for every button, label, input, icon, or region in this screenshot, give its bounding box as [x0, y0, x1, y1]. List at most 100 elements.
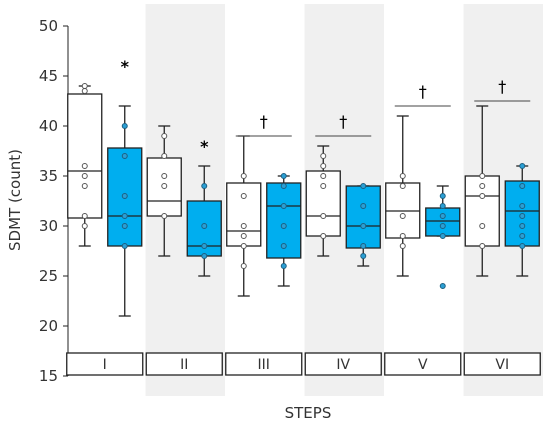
marker-IV: † — [339, 112, 347, 131]
data-point — [360, 253, 367, 259]
data-point — [360, 223, 367, 229]
box-V-blue — [425, 185, 461, 289]
data-point — [519, 213, 526, 219]
data-point — [121, 193, 128, 199]
data-point — [240, 263, 247, 269]
data-point — [479, 183, 486, 189]
data-point — [201, 223, 208, 229]
data-point — [519, 203, 526, 209]
step-box — [384, 352, 462, 376]
box-II-white — [146, 125, 182, 257]
box-II-blue — [186, 165, 222, 277]
data-point — [240, 223, 247, 229]
marker-II: * — [200, 137, 209, 156]
step-box — [225, 352, 303, 376]
marker-III: † — [260, 112, 268, 131]
y-tick-label-45: 45 — [39, 67, 58, 85]
box-iqr — [425, 207, 461, 237]
y-axis-title: SDMT (count) — [6, 149, 24, 251]
data-point — [399, 243, 406, 249]
data-point — [519, 243, 526, 249]
data-point — [161, 133, 168, 139]
data-point — [320, 213, 327, 219]
data-point — [320, 173, 327, 179]
box-IV-blue — [345, 183, 381, 267]
significance-markers: **†††† — [121, 57, 531, 156]
data-point — [399, 213, 406, 219]
data-point — [81, 173, 88, 179]
data-point — [519, 183, 526, 189]
step-box — [145, 352, 223, 376]
y-tick-label-25: 25 — [39, 267, 58, 285]
data-point — [320, 163, 327, 169]
y-tick-label-50: 50 — [39, 17, 58, 35]
data-point — [439, 193, 446, 199]
data-point — [280, 183, 287, 189]
data-point — [201, 253, 208, 259]
box-VI-white — [464, 105, 500, 277]
data-point — [81, 183, 88, 189]
y-axis: 15 20 25 30 35 40 45 50 — [39, 17, 69, 385]
data-point — [360, 203, 367, 209]
data-point — [121, 153, 128, 159]
data-point — [360, 183, 367, 189]
x-axis-title: STEPS — [285, 404, 332, 422]
data-point — [201, 183, 208, 189]
data-point — [479, 193, 486, 199]
box-iqr — [305, 170, 341, 237]
data-point — [439, 203, 446, 209]
marker-V: † — [419, 82, 427, 101]
step-V: V — [384, 352, 462, 376]
data-point — [439, 283, 446, 289]
data-point — [121, 243, 128, 249]
step-label-V: V — [418, 357, 428, 373]
step-label-I: I — [103, 357, 107, 373]
data-point — [280, 173, 287, 179]
data-point — [81, 213, 88, 219]
data-point — [161, 173, 168, 179]
box-IV-white — [305, 145, 341, 257]
step-II: II — [145, 352, 223, 376]
data-point — [81, 83, 88, 89]
step-box — [66, 352, 144, 376]
data-point — [161, 213, 168, 219]
data-point — [320, 233, 327, 239]
data-point — [280, 223, 287, 229]
data-point — [280, 263, 287, 269]
y-tick-label-15: 15 — [39, 367, 58, 385]
data-point — [519, 233, 526, 239]
data-point — [81, 223, 88, 229]
data-point — [81, 88, 88, 94]
y-tick-label-30: 30 — [39, 217, 58, 235]
box-III-blue — [266, 173, 302, 287]
step-box — [463, 352, 541, 376]
step-I: I — [66, 352, 144, 376]
marker-VI: † — [498, 77, 506, 96]
data-point — [280, 203, 287, 209]
box-iqr — [345, 185, 381, 249]
data-point — [479, 223, 486, 229]
box-I-blue — [107, 105, 143, 317]
step-IV: IV — [304, 352, 382, 376]
data-point — [479, 173, 486, 179]
data-point — [399, 183, 406, 189]
data-point — [360, 243, 367, 249]
step-label-VI: VI — [495, 357, 509, 373]
step-label-II: II — [180, 357, 188, 373]
y-tick-label-20: 20 — [39, 317, 58, 335]
step-label-IV: IV — [336, 357, 350, 373]
data-point — [240, 193, 247, 199]
y-tick-label-40: 40 — [39, 117, 58, 135]
box-VI-blue — [504, 163, 540, 277]
y-tick-label-35: 35 — [39, 167, 58, 185]
data-point — [240, 243, 247, 249]
box-I-white — [67, 83, 103, 247]
box-groups — [67, 83, 540, 317]
data-point — [519, 163, 526, 169]
data-point — [320, 183, 327, 189]
data-point — [161, 153, 168, 159]
step-label-III: III — [258, 357, 270, 373]
data-point — [161, 183, 168, 189]
